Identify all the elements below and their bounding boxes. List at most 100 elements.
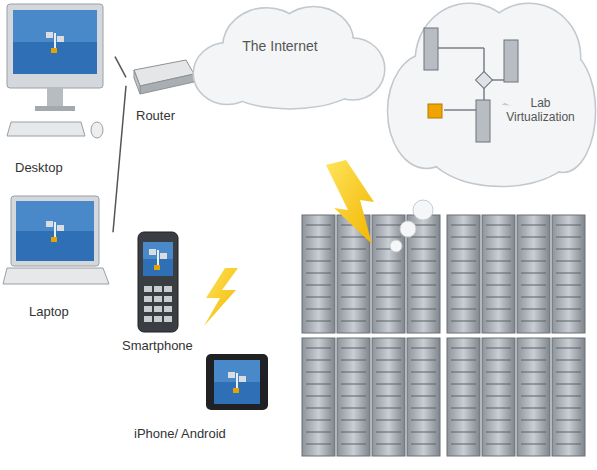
server-slot (411, 444, 436, 445)
server-slot (341, 384, 366, 385)
server-slot (411, 396, 436, 397)
network-cable (113, 86, 126, 232)
server-slot (341, 396, 366, 397)
device-node: Desktop (5, 2, 115, 184)
server-slot (411, 432, 436, 433)
screen (143, 242, 173, 276)
server-slot (376, 396, 401, 397)
server-slot (411, 309, 436, 310)
server-slot (556, 384, 581, 385)
server-slot (451, 384, 476, 385)
screen-glyph (149, 249, 167, 270)
screen-glyph (46, 221, 64, 242)
server-slot (451, 237, 476, 238)
server-slot (486, 261, 511, 262)
server-slot (411, 249, 436, 250)
server-slot (341, 372, 366, 373)
server-body (482, 338, 515, 456)
server-slot (486, 285, 511, 286)
server-unit (517, 338, 550, 456)
server-slot (521, 348, 546, 349)
server-slot (376, 273, 401, 274)
server-slot (451, 408, 476, 409)
server-slot (376, 297, 401, 298)
server-unit (447, 338, 480, 456)
server-body (552, 338, 585, 456)
server-slot (521, 384, 546, 385)
server-slot (376, 384, 401, 385)
phone-key (144, 306, 152, 312)
server-slot (306, 321, 331, 322)
server-slot (306, 420, 331, 421)
server-slot (451, 420, 476, 421)
server-slot (556, 261, 581, 262)
server-unit (552, 215, 585, 333)
server-slot (376, 372, 401, 373)
server-body (517, 338, 550, 456)
server-unit (482, 215, 515, 333)
server-slot (341, 432, 366, 433)
server-slot (521, 360, 546, 361)
server-slot (451, 360, 476, 361)
cloud-fill (388, 4, 595, 186)
server-slot (341, 321, 366, 322)
server-body (372, 215, 405, 333)
thought-bubble (413, 200, 433, 220)
server-slot (486, 309, 511, 310)
device-label: iPhone/ Android (134, 426, 274, 442)
server-slot (306, 384, 331, 385)
server-body (337, 338, 370, 456)
server-slot (376, 420, 401, 421)
server-slot (556, 285, 581, 286)
server-slot (411, 261, 436, 262)
device-node: Laptop (5, 192, 113, 326)
server-slot (376, 261, 401, 262)
cloud-outline (388, 4, 595, 186)
cloud-icon (192, 4, 388, 116)
server-unit (302, 338, 335, 456)
cloud-outline (194, 7, 384, 108)
phone-key (154, 286, 162, 292)
lightning-bolt (326, 160, 374, 244)
server-slot (306, 372, 331, 373)
server-slot (486, 321, 511, 322)
cloud-node: The Internet (192, 4, 388, 116)
server-slot (556, 372, 581, 373)
server-unit (302, 215, 335, 333)
device-label: Laptop (29, 304, 109, 320)
server-slot (411, 420, 436, 421)
screen-glyph (46, 32, 64, 53)
server-slot (556, 432, 581, 433)
server-slot (376, 360, 401, 361)
server-slot (556, 273, 581, 274)
server-slot (556, 237, 581, 238)
server-slot (411, 372, 436, 373)
phone-key (154, 316, 162, 322)
server-slot (486, 384, 511, 385)
server-slot (451, 348, 476, 349)
server-slot (451, 225, 476, 226)
server-body (482, 215, 515, 333)
server-slot (411, 360, 436, 361)
device-label: Desktop (15, 160, 111, 176)
server-slot (376, 225, 401, 226)
server-slot (451, 297, 476, 298)
server-body (552, 215, 585, 333)
server-slot (556, 396, 581, 397)
server-slot (521, 396, 546, 397)
server-body (407, 338, 440, 456)
server-slot (521, 372, 546, 373)
server-slot (521, 309, 546, 310)
server-slot (411, 321, 436, 322)
server-slot (411, 384, 436, 385)
server-slot (486, 237, 511, 238)
server-slot (376, 444, 401, 445)
server-slot (451, 261, 476, 262)
server-slot (521, 321, 546, 322)
phone-key (164, 316, 172, 322)
server-body (302, 215, 335, 333)
server-slot (556, 309, 581, 310)
server-slot (556, 444, 581, 445)
phone-key (164, 306, 172, 312)
